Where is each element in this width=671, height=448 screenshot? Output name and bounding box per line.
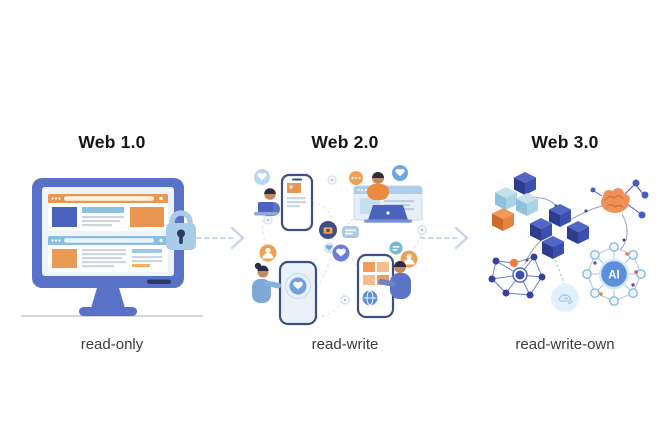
comment-bubble-icon bbox=[349, 171, 363, 185]
person-icon bbox=[252, 262, 282, 303]
ai-data-dots bbox=[593, 252, 638, 296]
like-button-icon bbox=[289, 277, 307, 295]
laptop-icon bbox=[254, 202, 278, 216]
arrow-web1-to-web2 bbox=[195, 220, 249, 256]
section-title-web3: Web 3.0 bbox=[531, 132, 599, 152]
center-bubble-cluster bbox=[319, 221, 359, 262]
arrow-web2-to-web3 bbox=[419, 220, 473, 256]
ai-ring-nodes bbox=[582, 242, 646, 306]
heart-bubble-icon bbox=[254, 169, 270, 185]
heart-bubble-icon bbox=[332, 244, 350, 262]
dashed-link bbox=[554, 259, 565, 285]
section-title-web1: Web 1.0 bbox=[78, 132, 146, 152]
cube-icon bbox=[549, 204, 571, 227]
browser-window-bottom-icon bbox=[48, 236, 168, 272]
scene-top-left bbox=[254, 169, 314, 232]
orange-node bbox=[509, 258, 519, 268]
scene-bottom-left bbox=[252, 244, 318, 326]
section-web2: Web 2.0 bbox=[247, 126, 443, 362]
cube-icon bbox=[516, 193, 538, 216]
browser-window-top-icon bbox=[48, 194, 168, 231]
brain-network-icon bbox=[590, 179, 649, 219]
ai-label: AI bbox=[608, 270, 620, 282]
section-caption-web2: read-write bbox=[311, 336, 379, 353]
brain-sketch-icon bbox=[551, 284, 579, 312]
camera-bubble-icon bbox=[319, 221, 337, 239]
small-heart-bubble-icon bbox=[323, 242, 335, 254]
chat-bubble-icon bbox=[389, 241, 403, 255]
laptop-icon bbox=[364, 205, 412, 223]
padlock-icon bbox=[166, 210, 196, 250]
section-caption-web1: read-only bbox=[80, 336, 144, 353]
section-web3: Web 3.0 bbox=[465, 126, 665, 362]
heart-bubble-icon bbox=[392, 165, 408, 181]
blockchain-chain bbox=[530, 204, 589, 259]
user-bubble-icon bbox=[259, 244, 277, 262]
cube-icon bbox=[492, 208, 514, 231]
cube-icon bbox=[495, 187, 517, 210]
person-icon bbox=[378, 261, 411, 299]
scene-top-right bbox=[349, 165, 423, 223]
user-bubble-icon bbox=[400, 250, 418, 268]
scene-bottom-right bbox=[356, 241, 418, 319]
blockchain-cube-cluster bbox=[492, 172, 538, 231]
cube-icon bbox=[542, 236, 564, 259]
decentralized-graph-icon bbox=[488, 253, 546, 299]
cube-icon bbox=[567, 221, 589, 244]
dashed-arrow-right-icon bbox=[196, 226, 245, 250]
message-bubble-icon bbox=[342, 226, 359, 238]
web1-illustration bbox=[21, 178, 203, 317]
cube-icon bbox=[514, 172, 536, 195]
cube-icon bbox=[530, 218, 552, 241]
connector-nodes bbox=[263, 175, 427, 305]
section-web1: Web 1.0 bbox=[12, 126, 212, 362]
person-icon bbox=[367, 172, 389, 200]
photo-post-card bbox=[287, 183, 301, 193]
section-caption-web3: read-write-own bbox=[515, 336, 615, 353]
globe-icon bbox=[362, 290, 378, 306]
ai-hub-icon: AI bbox=[582, 242, 646, 306]
web2-illustration bbox=[252, 165, 427, 326]
web3-illustration: AI bbox=[488, 172, 649, 312]
section-title-web2: Web 2.0 bbox=[311, 132, 379, 152]
dashed-arrow-right-icon bbox=[420, 226, 469, 250]
